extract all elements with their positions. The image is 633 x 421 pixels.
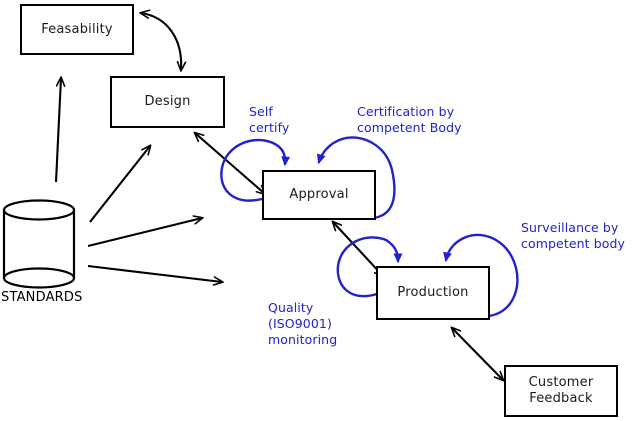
loop-self-certify xyxy=(220,138,291,202)
loop-quality-iso9001-monitoring xyxy=(336,236,403,298)
loop-certification-by-competent-body xyxy=(316,136,396,220)
annotation-quality-iso9001-monitoring: Quality (ISO9001) monitoring xyxy=(268,300,338,347)
edge-standards-to-approval xyxy=(87,215,204,248)
node-approval[interactable]: Approval xyxy=(262,170,376,220)
edge-production-to-approval xyxy=(331,220,385,278)
node-design-label: Design xyxy=(144,94,191,109)
node-feasability-label: Feasability xyxy=(41,21,113,37)
node-approval-label: Approval xyxy=(289,187,349,202)
edge-approval-to-design xyxy=(193,131,267,196)
annotation-surveillance-by-competent-body: Surveillance by competent body xyxy=(521,220,626,251)
annotation-certification-by-competent-body: Certification by competent Body xyxy=(357,104,462,135)
node-customer-feedback[interactable]: Customer Feedback xyxy=(504,365,618,417)
loop-surveillance-by-competent-body xyxy=(443,233,519,318)
node-production-label: Production xyxy=(397,285,469,300)
edge-design-to-feasability xyxy=(139,9,187,72)
edge-standards-to-production xyxy=(87,264,224,286)
node-production[interactable]: Production xyxy=(376,266,490,320)
edge-standards-to-feasability xyxy=(54,76,66,183)
standards-cylinder-shape xyxy=(2,199,76,289)
node-design[interactable]: Design xyxy=(110,76,225,128)
edge-standards-to-design xyxy=(89,144,152,223)
annotation-self-certify: Self certify xyxy=(249,104,290,135)
edge-customer-feedback-to-production xyxy=(450,326,505,382)
node-feasability[interactable]: Feasability xyxy=(20,4,134,55)
node-customer-feedback-label: Customer Feedback xyxy=(528,375,594,406)
node-standards-label: STANDARDS xyxy=(1,290,83,305)
